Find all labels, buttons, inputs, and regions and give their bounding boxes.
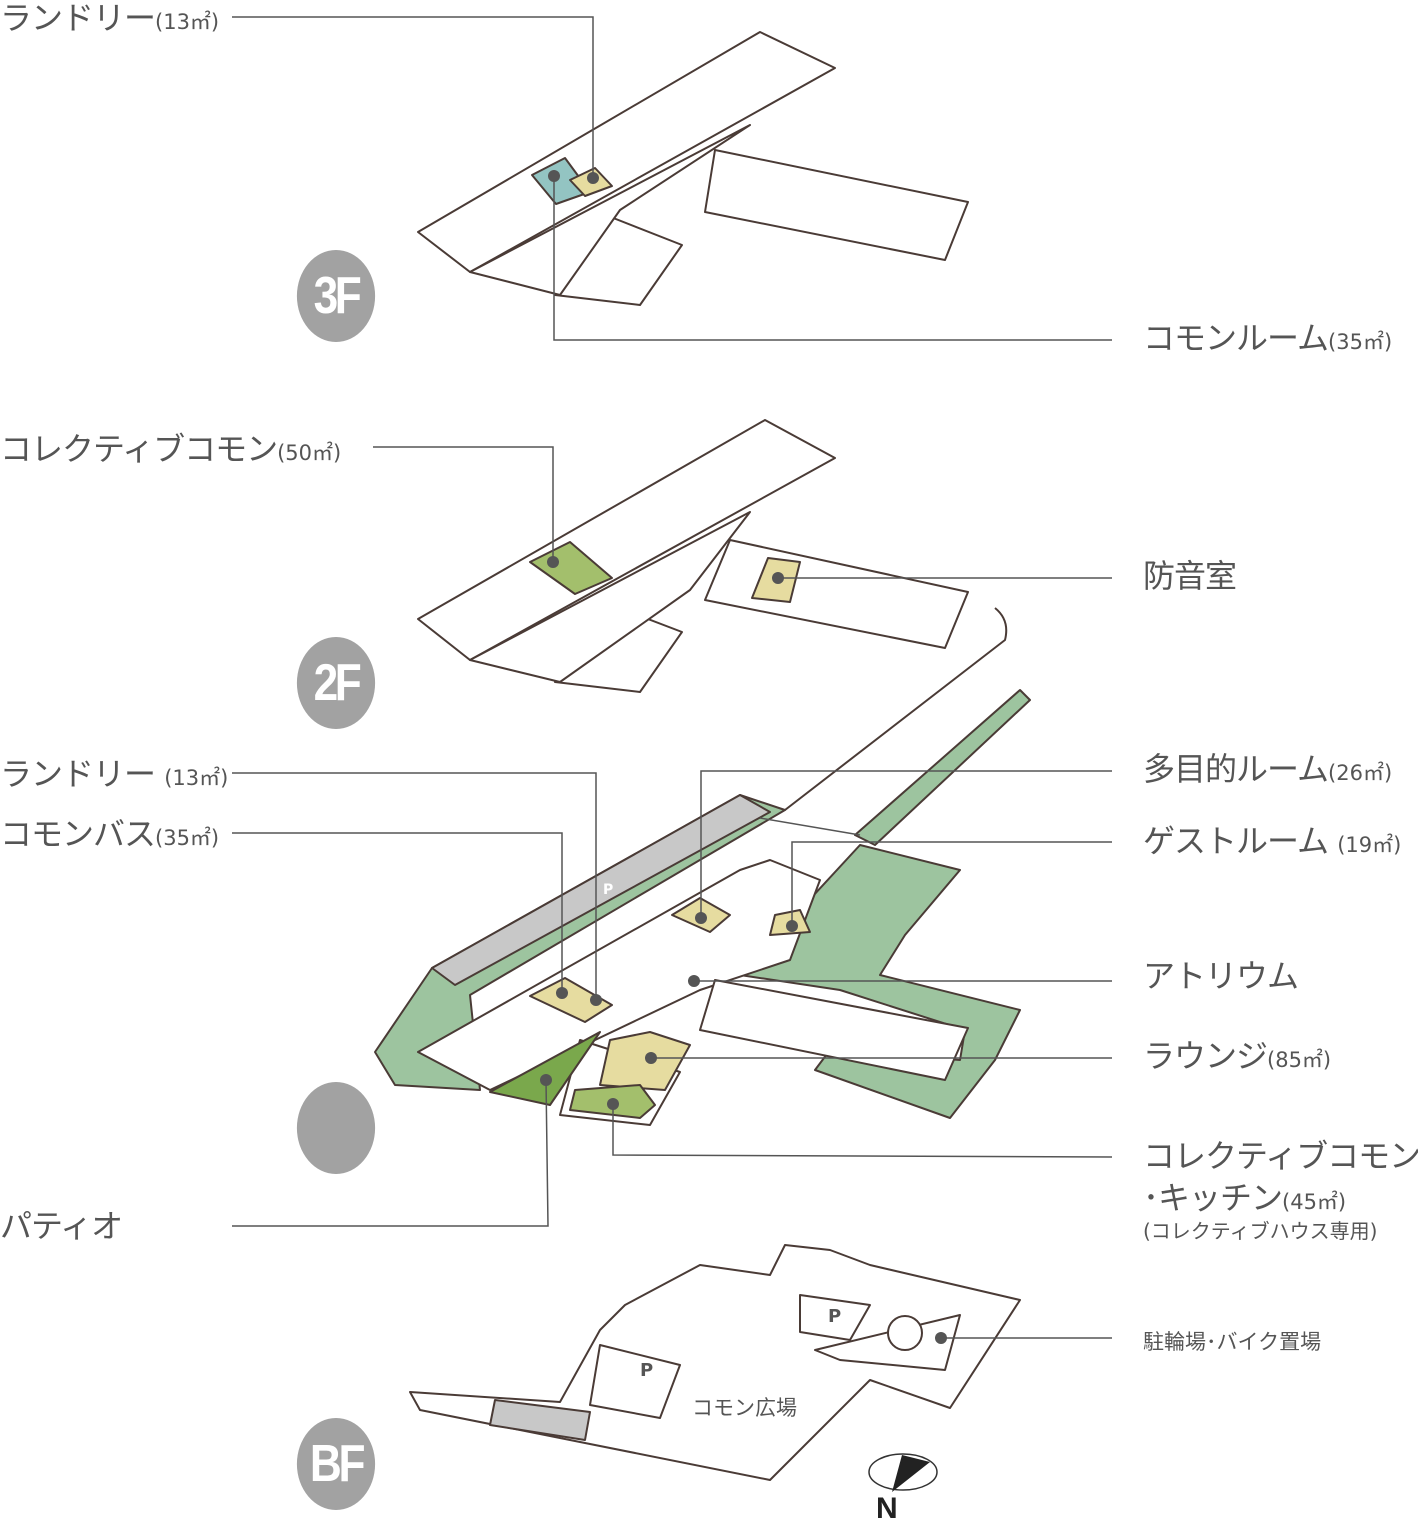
label-text: ゲストルーム: [1143, 822, 1329, 860]
lounge-area: [599, 1031, 691, 1091]
floor-2f-plan: [417, 419, 969, 693]
label-1f-kitchen-line2: ･キッチン(45㎡): [1143, 1182, 1346, 1214]
marker-dots: [540, 170, 947, 1344]
label-1f-kitchen-note: (コレクティブハウス専用): [1143, 1219, 1378, 1243]
leader-lines: [232, 16, 1113, 1339]
floor-bf-plan: [409, 1244, 1021, 1481]
label-area: (85㎡): [1267, 1048, 1332, 1072]
label-area: (13㎡): [164, 766, 229, 790]
floor-badge-bf: BF: [296, 1418, 376, 1510]
bicycle-icon: [887, 1315, 923, 1351]
floor-3f-plan: [417, 31, 969, 306]
label-2f-soundproof: 防音室: [1143, 557, 1237, 595]
bf-parking-gray: [489, 1399, 591, 1441]
compass-north-label: N: [876, 1492, 898, 1525]
label-1f-common-bath: コモンバス(35㎡): [0, 818, 219, 850]
collective-common-2f-area: [529, 541, 613, 595]
label-area: (35㎡): [1328, 330, 1393, 354]
label-3f-common-room: コモンルーム(35㎡): [1143, 322, 1392, 354]
label-area: (13㎡): [155, 10, 220, 34]
label-text: ラウンジ: [1143, 1037, 1268, 1075]
label-area: (35㎡): [155, 826, 220, 850]
label-1f-kitchen-line1: コレクティブコモン: [1143, 1137, 1418, 1175]
label-1f-atrium: アトリウム: [1143, 957, 1299, 995]
label-area: (19㎡): [1337, 833, 1402, 857]
label-text: ランドリー: [0, 755, 156, 793]
label-1f-lounge: ラウンジ(85㎡): [1143, 1040, 1331, 1072]
parking-mark-1f: P: [603, 882, 614, 898]
label-3f-laundry: ランドリー(13㎡): [0, 2, 219, 34]
label-text: ランドリー: [0, 0, 156, 37]
compass-icon: [868, 1453, 938, 1492]
label-bf-bicycle: 駐輪場･バイク置場: [1143, 1330, 1322, 1354]
laundry-bath-1f-area: [529, 977, 613, 1023]
label-text: コモンルーム: [1143, 319, 1329, 357]
label-area: (45㎡): [1282, 1190, 1347, 1214]
label-text: コモンバス: [0, 815, 156, 853]
parking-mark-bf-1: P: [828, 1306, 842, 1327]
label-1f-multipurpose: 多目的ルーム(26㎡): [1143, 753, 1392, 785]
floor-badge-3f: 3F: [296, 250, 376, 342]
label-bf-plaza: コモン広場: [692, 1396, 797, 1420]
label-area: (26㎡): [1328, 761, 1393, 785]
label-text: コレクティブコモン: [0, 430, 278, 468]
parking-mark-bf-2: P: [640, 1360, 654, 1381]
label-1f-patio: パティオ: [0, 1207, 123, 1245]
parking-strip: [431, 794, 771, 986]
label-text: ･キッチン: [1143, 1179, 1283, 1217]
label-text: 多目的ルーム: [1143, 750, 1329, 788]
floor-badge-2f: 2F: [296, 637, 376, 729]
label-1f-guest-room: ゲストルーム (19㎡): [1143, 825, 1401, 857]
floor-1f-plan: [374, 607, 1031, 1126]
label-1f-laundry: ランドリー (13㎡): [0, 758, 228, 790]
label-2f-collective-common: コレクティブコモン(50㎡): [0, 433, 341, 465]
label-area: (50㎡): [277, 441, 342, 465]
floor-badge-1f: [296, 1082, 376, 1174]
patio-area: [489, 1031, 601, 1106]
